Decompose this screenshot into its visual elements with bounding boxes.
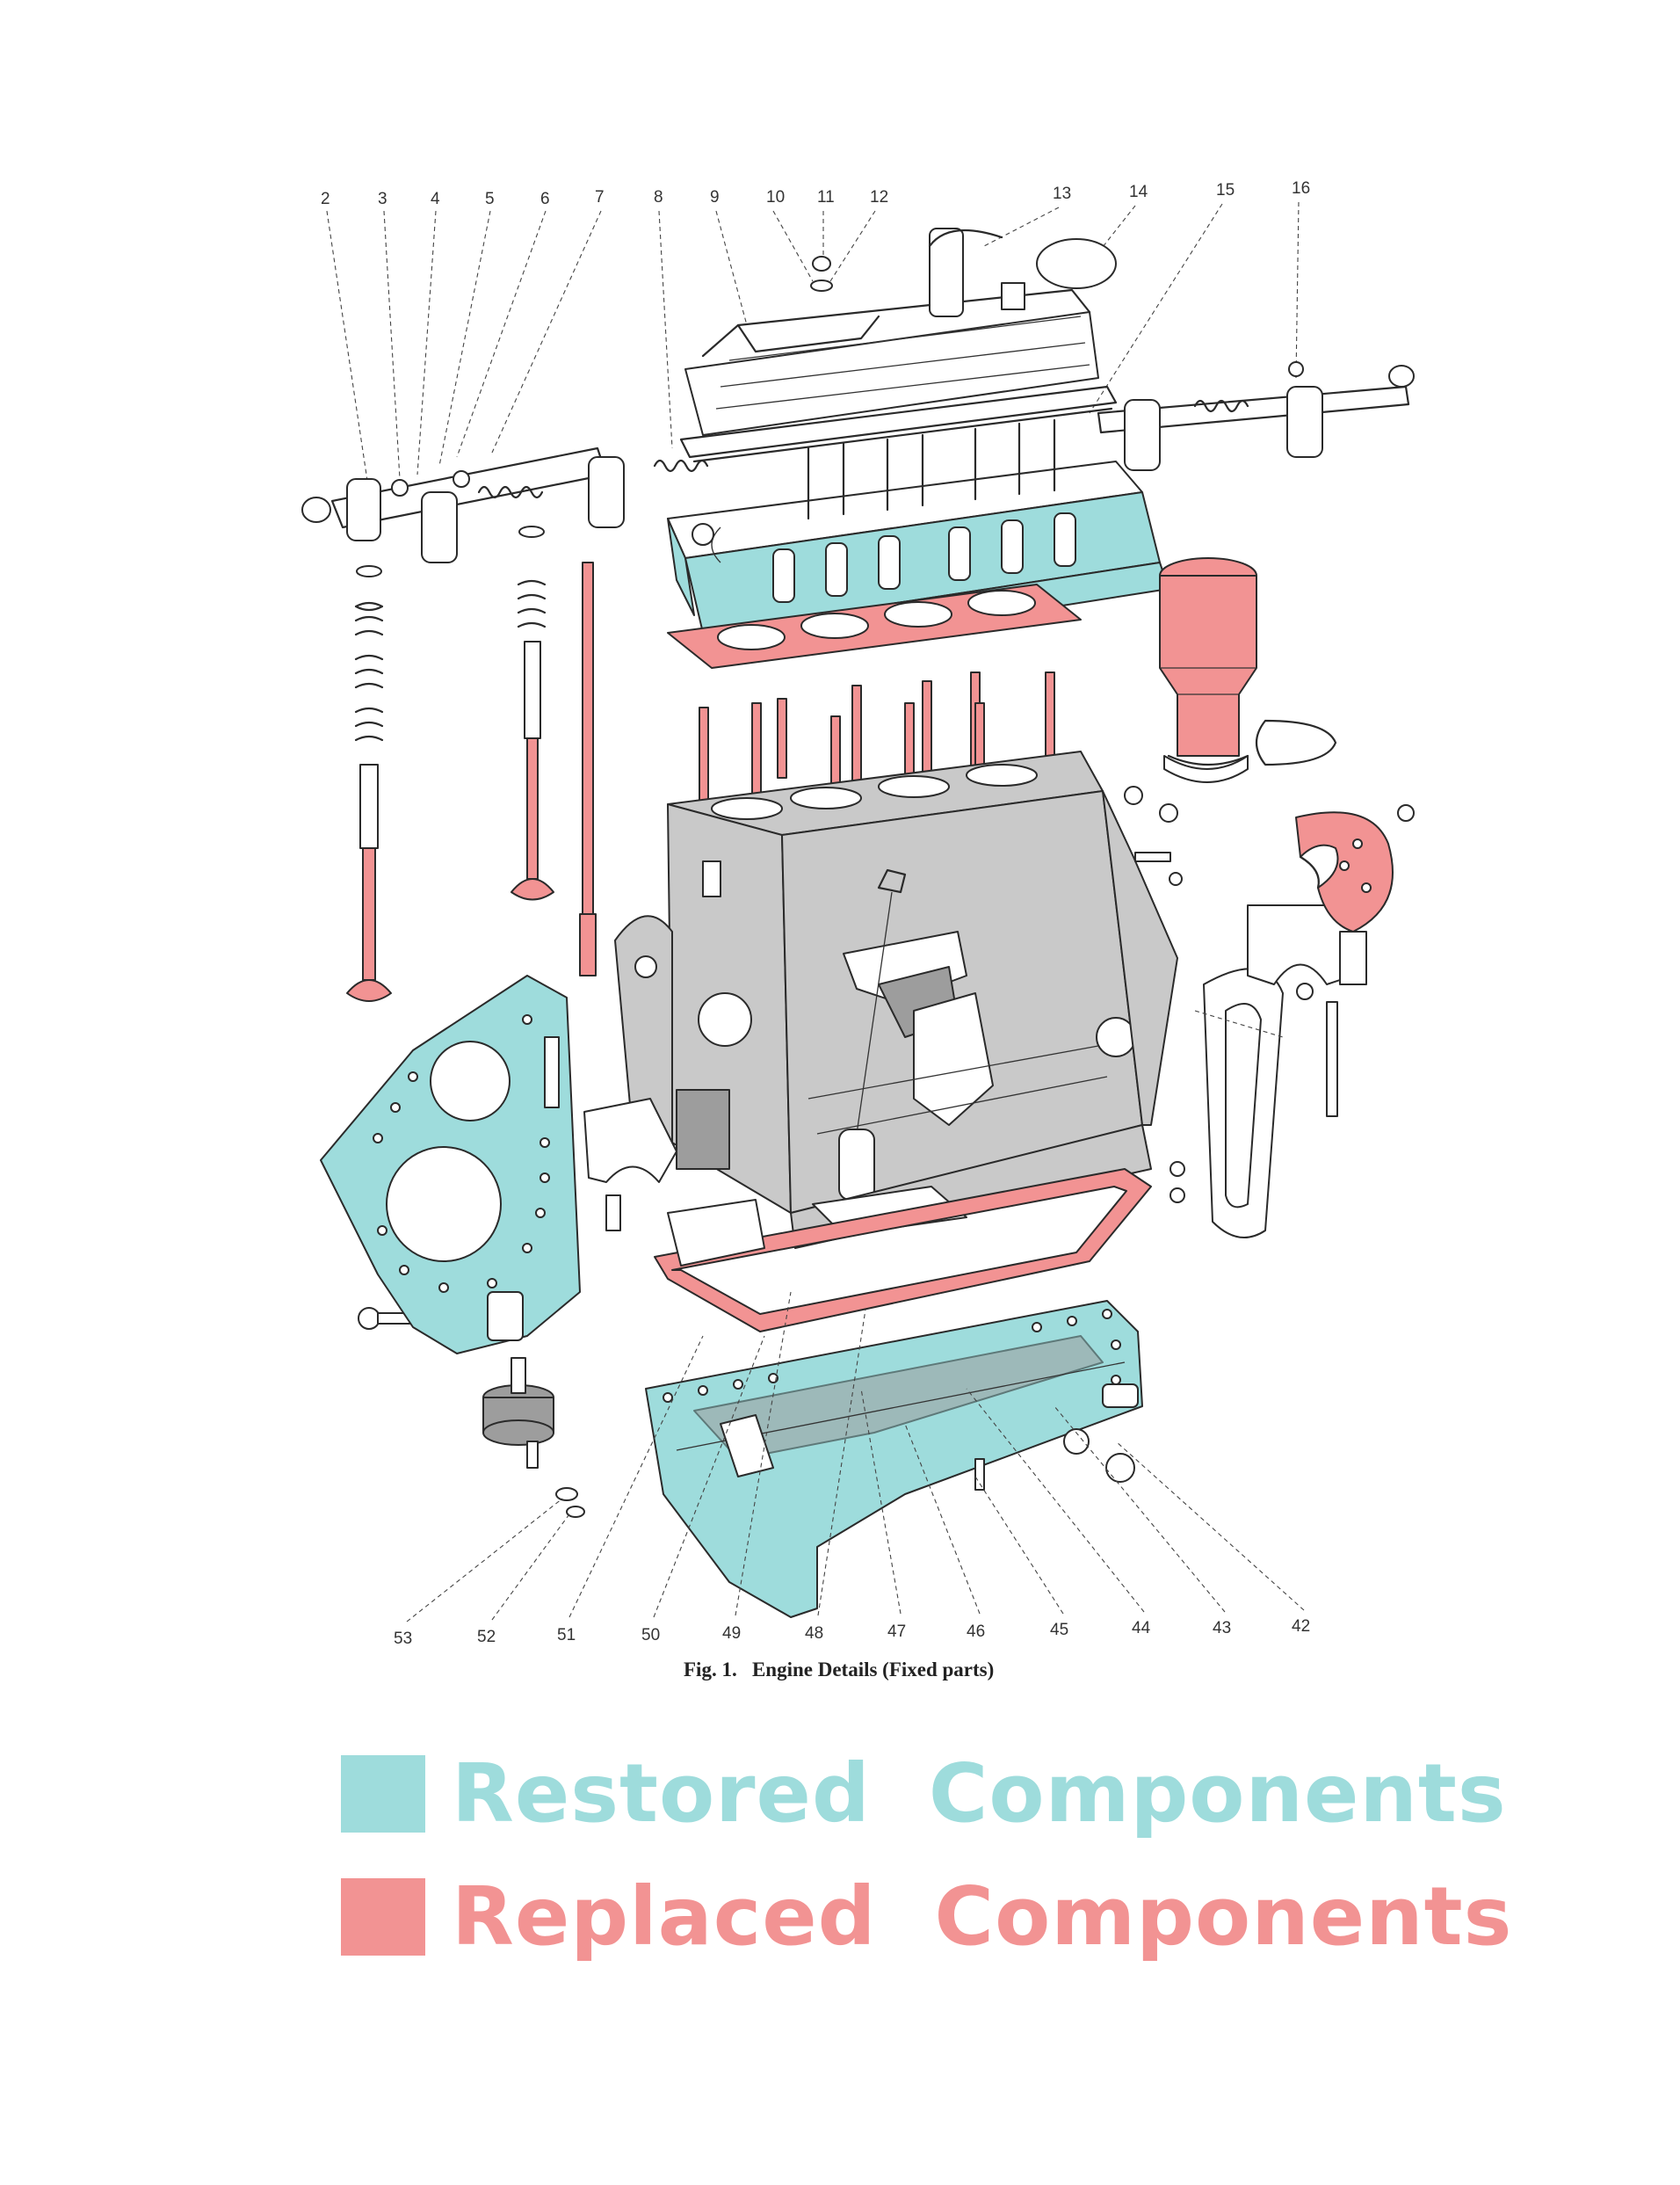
cylinder-head-gasket [667,584,1082,669]
rocker-gear-right [1097,361,1415,471]
main-bearing-cap-right [1194,904,1367,1117]
callout-3: 3 [378,190,387,208]
callout-11: 11 [817,188,835,207]
valve-assembly-left [346,526,597,1002]
top-callout-numbers: 2 3 4 5 6 7 8 9 10 11 12 13 14 15 16 [321,179,1310,208]
callout-10: 10 [766,188,785,207]
callout-47: 47 [887,1622,906,1641]
callout-16: 16 [1292,179,1310,198]
callout-15: 15 [1216,181,1235,200]
rocker-gear-left [301,446,709,563]
crankshaft-rear-seal [1295,811,1394,933]
callout-51: 51 [557,1626,576,1644]
callout-14: 14 [1129,183,1148,201]
callout-5: 5 [485,190,495,208]
bottom-leader-lines [406,1291,1305,1622]
callout-45: 45 [1050,1621,1068,1639]
restored-swatch [341,1755,425,1833]
rocker-cover [684,228,1117,436]
callout-53: 53 [394,1630,412,1648]
replaced-swatch [341,1878,425,1956]
top-leader-lines [326,201,1300,493]
callout-12: 12 [870,188,888,207]
callout-8: 8 [654,188,663,207]
callout-52: 52 [477,1628,496,1646]
small-fasteners [358,786,1415,1330]
callout-4: 4 [431,190,440,208]
bottom-callout-numbers: 53 52 51 50 49 48 47 46 45 44 43 42 [394,1617,1310,1648]
rocker-cover-gasket [679,385,1118,459]
water-pump [1203,968,1284,1238]
oil-sump [645,1300,1143,1618]
callout-7: 7 [595,188,605,207]
callout-49: 49 [722,1624,741,1643]
small-washers [555,1458,985,1518]
callout-48: 48 [805,1624,823,1643]
callout-46: 46 [967,1622,985,1641]
legend-label-restored: Restored Components [452,1746,1507,1840]
legend-item-replaced: Replaced Components [341,1876,1512,1957]
legend-item-restored: Restored Components [341,1753,1507,1834]
engine-back-plate [320,975,581,1354]
callout-44: 44 [1132,1619,1151,1637]
cylinder-block-studs [699,671,1055,818]
callout-50: 50 [641,1626,660,1644]
cylinder-block [667,751,1178,1249]
figure-caption: Fig. 1. Engine Details (Fixed parts) [684,1659,994,1680]
callout-43: 43 [1213,1619,1231,1637]
callout-6: 6 [540,190,550,208]
main-bearing-cap-left [583,1098,677,1231]
callout-42: 42 [1292,1617,1310,1636]
legend-label-replaced: Replaced Components [452,1869,1513,1964]
engine-mount [482,1357,554,1469]
callout-2: 2 [321,190,330,208]
cylinder-liner [1159,557,1337,783]
callout-9: 9 [710,188,720,207]
callout-13: 13 [1053,185,1071,203]
